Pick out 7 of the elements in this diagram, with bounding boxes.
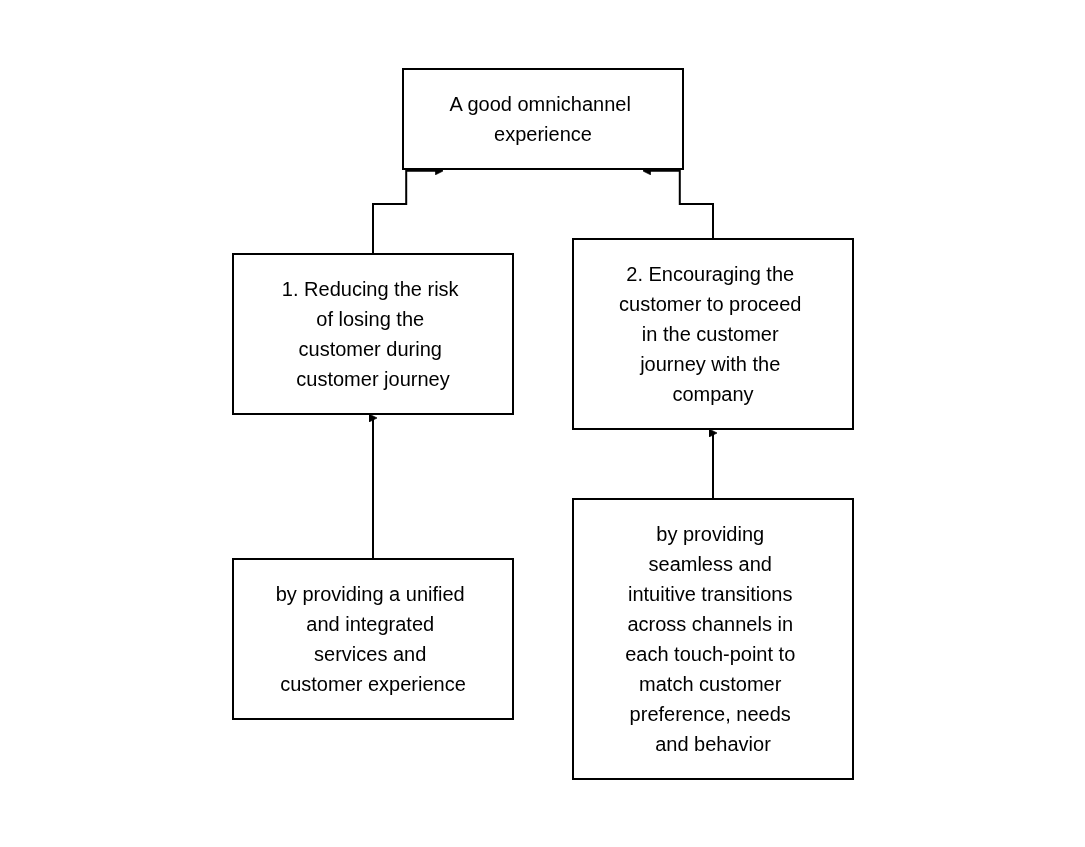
node-box: 2. Encouraging the customer to proceed in the customer journey with the company [571,237,854,430]
node-box: by providing a unified and integrated services and customer experience [231,557,514,720]
node-box: by providing seamless and intuitive transitions across channels in each touch-point to match customer preference, needs and behavior [571,497,854,780]
node-box: 1. Reducing the risk of losing the customer during customer journey [231,252,514,415]
arrow [368,413,377,560]
node-box: A good omnichannel experience [401,67,684,170]
arrow [708,428,717,500]
